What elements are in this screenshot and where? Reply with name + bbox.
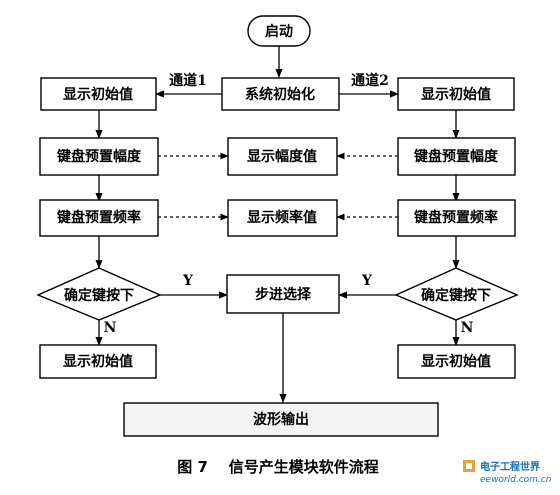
system-init-node: 系统初始化 bbox=[221, 77, 340, 111]
right-set-freq-label: 键盘预置频率 bbox=[413, 209, 498, 226]
start-node: 启动 bbox=[247, 15, 311, 47]
left-set-amp-node: 键盘预置幅度 bbox=[39, 137, 159, 176]
right-yes-label: Y bbox=[361, 273, 373, 289]
left-set-freq-node: 键盘预置频率 bbox=[39, 199, 159, 237]
wave-output-node: 波形输出 bbox=[123, 402, 439, 437]
right-set-amp-label: 键盘预置幅度 bbox=[413, 148, 499, 165]
right-confirm-decision: 确定键按下 bbox=[394, 267, 519, 321]
wave-output-label: 波形输出 bbox=[253, 411, 309, 428]
show-amp-node: 显示幅度值 bbox=[227, 137, 338, 176]
left-set-freq-label: 键盘预置频率 bbox=[56, 209, 141, 226]
step-select-node: 步进选择 bbox=[226, 274, 340, 314]
watermark-url: eeworld.com.cn bbox=[480, 475, 552, 485]
connectors bbox=[95, 46, 460, 403]
left-confirm-decision: 确定键按下 bbox=[36, 267, 162, 321]
left-set-amp-label: 键盘预置幅度 bbox=[56, 148, 142, 165]
show-freq-label: 显示频率值 bbox=[247, 209, 317, 226]
right-show-init-node: 显示初始值 bbox=[397, 77, 515, 111]
left-confirm-label: 确定键按下 bbox=[64, 287, 134, 304]
left-show-init-2-label: 显示初始值 bbox=[63, 353, 133, 370]
channel1-label: 通道1 bbox=[169, 72, 207, 89]
figure-caption: 图 7 信号产生模块软件流程 bbox=[177, 458, 379, 476]
right-show-init-2-node: 显示初始值 bbox=[397, 344, 516, 379]
watermark-logo: 电子工程世界 eeworld.com.cn bbox=[463, 460, 552, 485]
right-no-label: N bbox=[461, 320, 474, 336]
left-no-label: N bbox=[104, 320, 117, 336]
right-show-init-2-label: 显示初始值 bbox=[421, 353, 491, 370]
right-show-init-label: 显示初始值 bbox=[421, 86, 491, 103]
watermark-name: 电子工程世界 bbox=[480, 460, 540, 473]
right-confirm-label: 确定键按下 bbox=[421, 287, 491, 304]
right-set-freq-node: 键盘预置频率 bbox=[397, 199, 516, 237]
left-show-init-2-node: 显示初始值 bbox=[39, 344, 157, 379]
show-freq-node: 显示频率值 bbox=[227, 199, 338, 237]
left-show-init-node: 显示初始值 bbox=[40, 77, 157, 111]
right-set-amp-node: 键盘预置幅度 bbox=[397, 137, 516, 176]
show-amp-label: 显示幅度值 bbox=[247, 148, 317, 165]
left-yes-label: Y bbox=[182, 273, 194, 289]
left-show-init-label: 显示初始值 bbox=[63, 86, 133, 103]
channel2-label: 通道2 bbox=[351, 72, 389, 89]
step-select-label: 步进选择 bbox=[255, 286, 312, 303]
system-init-label: 系统初始化 bbox=[245, 86, 315, 103]
start-label: 启动 bbox=[265, 23, 293, 40]
